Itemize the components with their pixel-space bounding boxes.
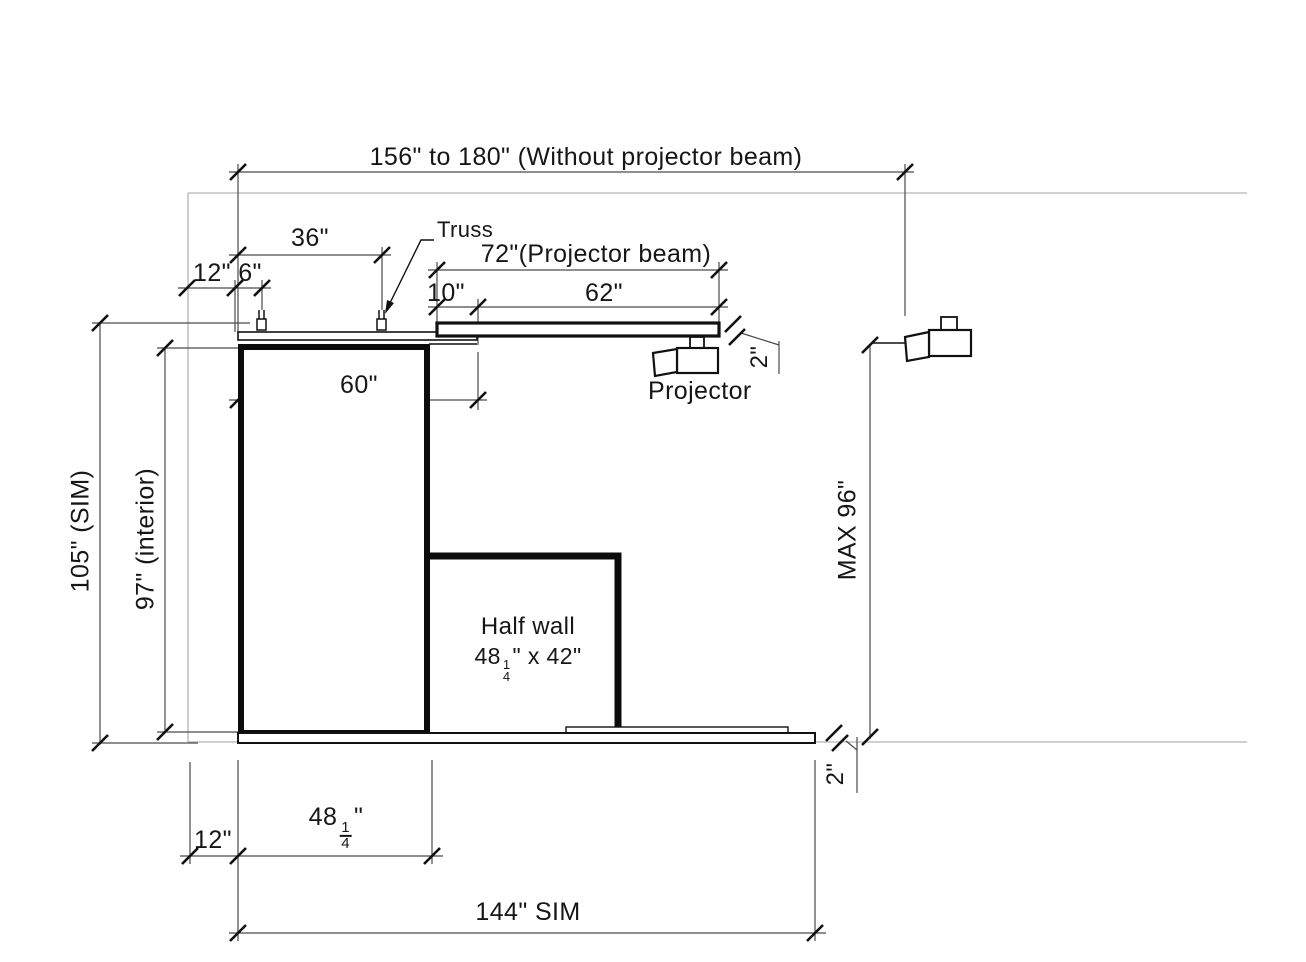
half-wall bbox=[429, 552, 622, 731]
panel-width-unit: " bbox=[354, 802, 364, 831]
dim-beam-front-label: 10" bbox=[427, 279, 465, 307]
fraction-denominator: 4 bbox=[502, 668, 511, 684]
fraction-numerator: 1 bbox=[502, 656, 511, 672]
floor-slab bbox=[237, 732, 816, 744]
truss-mounts bbox=[256, 310, 387, 331]
projector-knob bbox=[940, 316, 958, 331]
dim-projector-beam-label: 72"(Projector beam) bbox=[480, 240, 712, 268]
dim-top-left-offset-label: 12" bbox=[193, 259, 231, 287]
dim-beam-thickness-label: 2" bbox=[746, 345, 773, 369]
dim-floor-thickness-label: 2" bbox=[822, 762, 849, 786]
truss-mount-right bbox=[376, 318, 387, 331]
truss-leader-line bbox=[389, 239, 434, 304]
dim-floor-width-label: 144" SIM bbox=[475, 898, 581, 926]
half-wall-title: Half wall bbox=[480, 613, 576, 640]
dim-beam-thickness-leader bbox=[740, 332, 780, 374]
ceiling-projector-icon bbox=[651, 336, 720, 378]
truss-label: Truss bbox=[437, 217, 494, 242]
dim-beam-ext bbox=[436, 262, 720, 322]
truss-mount-pins-right bbox=[378, 310, 385, 319]
truss-leader bbox=[385, 239, 434, 314]
fraction-numerator: 1 bbox=[339, 818, 353, 837]
truss-leader-arrow bbox=[385, 300, 394, 314]
truss-mount-left bbox=[256, 318, 267, 331]
panel-width-whole: 48 bbox=[308, 802, 338, 831]
dim-floor-left-offset-label: 12" bbox=[194, 826, 232, 854]
fraction-denominator: 4 bbox=[341, 834, 351, 852]
dim-wall-top-width-label: 60" bbox=[340, 371, 378, 399]
dim-overall-height-label: 105" (SIM) bbox=[66, 469, 95, 593]
reference-projector-icon bbox=[872, 316, 973, 363]
dim-bottom-offsets-ext bbox=[189, 760, 433, 941]
dim-overall-width-ext bbox=[237, 164, 906, 333]
dim-truss-span-label: 36" bbox=[291, 224, 329, 252]
dim-beam-back-label: 62" bbox=[585, 279, 623, 307]
dim-truss-inset-label: 6" bbox=[238, 259, 262, 287]
half-wall-size-pre: 48 bbox=[474, 643, 501, 669]
dim-overall-height-ext bbox=[92, 322, 250, 744]
half-wall-size-post: " x 42" bbox=[512, 643, 582, 669]
projector-mount bbox=[689, 336, 705, 349]
dimension-linework bbox=[92, 164, 914, 941]
projector-lens bbox=[903, 330, 931, 363]
truss-mount-pins-left bbox=[258, 310, 265, 319]
projector-label: Projector bbox=[648, 377, 752, 405]
dim-floor-thickness-leader bbox=[845, 737, 858, 793]
projector-body bbox=[927, 328, 973, 358]
dim-interior-height-label: 97" (interior) bbox=[131, 467, 160, 611]
dim-max-height-label: MAX 96" bbox=[833, 479, 862, 581]
main-wall bbox=[238, 344, 430, 736]
projector-body bbox=[675, 346, 720, 375]
projector-beam bbox=[435, 321, 721, 338]
dim-overall-width-label: 156" to 180" (Without projector beam) bbox=[369, 143, 803, 171]
dim-interior-height-ext bbox=[157, 347, 242, 733]
projector-lens bbox=[651, 347, 679, 378]
